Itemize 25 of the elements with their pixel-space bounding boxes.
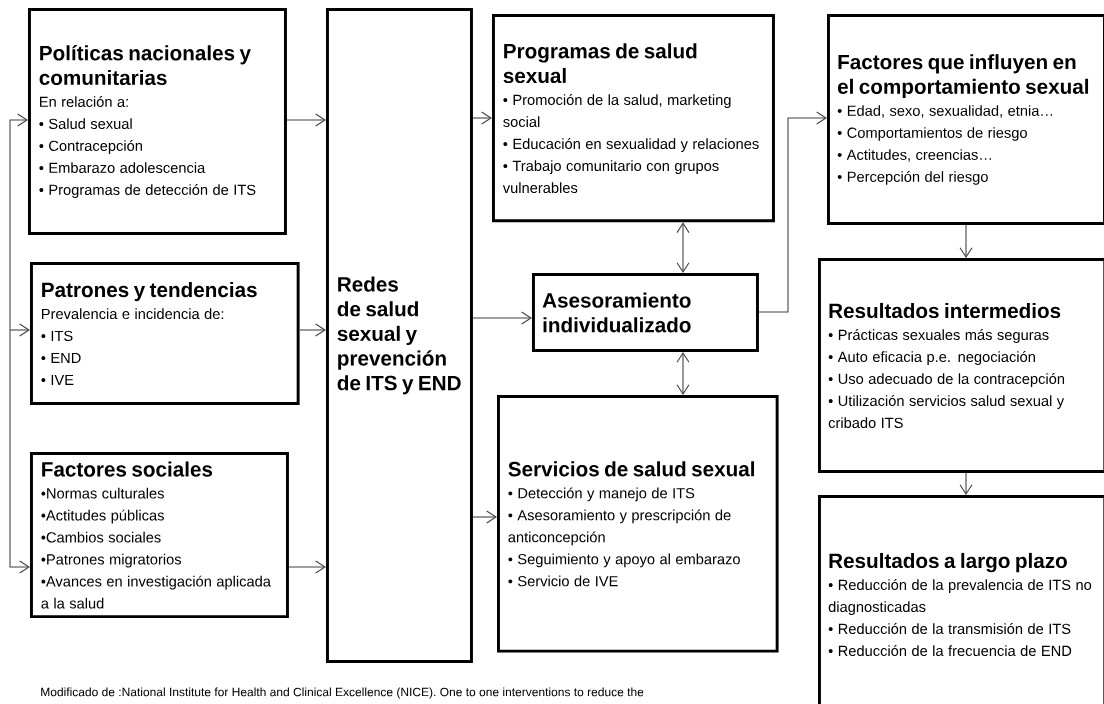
arrow	[472, 111, 492, 125]
arrow	[472, 311, 532, 325]
arrow	[676, 222, 690, 273]
text-box: Factores sociales •Normas culturales •Actitudes públicas •Cambios sociales •Patrones migratorios •Avances en investigación aplicada a la salud	[30, 452, 289, 619]
text-box: Servicios de salud sexual • Detección y manejo de ITS • Asesoramiento y prescripción de anticoncepción • Seguimiento y apoyo al embarazo • Servicio de IVE	[497, 395, 779, 653]
text-box: Políticas nacionales y comunitarias En relación a: • Salud sexual • Contracepción • Embarazo adolescencia • Programas de detección de ITS	[28, 8, 287, 235]
arrow	[286, 113, 326, 127]
text-box: Resultados intermedios • Prácticas sexuales más seguras • Auto eficacia p.e. negociación • Uso adecuado de la contracepción • Utilización servicios salud sexual y cribado ITS	[818, 258, 1104, 473]
caption-text: Modificado de :National Institute for Health and Clinical Excellence (NICE). One to one interventions to reduce the	[41, 687, 644, 699]
arrow	[9, 329, 30, 574]
arrow	[959, 224, 973, 258]
arrow	[676, 351, 690, 395]
arrow	[472, 510, 497, 524]
text-box: Redes de salud sexual y prevención de ITS y END	[326, 8, 473, 663]
text-box: Factores que influyen en el comportamiento sexual • Edad, sexo, sexualidad, etnia… • Comportamientos de riesgo • Actitudes, creencias… • Percepción del riesgo	[827, 14, 1104, 225]
arrow	[9, 323, 30, 337]
arrow	[959, 472, 973, 495]
text-box: Patrones y tendencias Prevalencia e incidencia de: • ITS • END • IVE	[30, 262, 300, 405]
arrow	[9, 113, 28, 331]
text-box: Asesoramiento individualizado	[532, 273, 759, 352]
text-box: Resultados a largo plazo • Reducción de la prevalencia de ITS no diagnosticadas • Reducción de la transmisión de ITS • Reducción de la frecuencia de END	[818, 495, 1104, 704]
arrow	[288, 560, 326, 574]
arrow	[758, 111, 827, 313]
arrow	[299, 323, 326, 337]
text-box: Programas de salud sexual • Promoción de la salud, marketing social • Educación en sexualidad y relaciones • Trabajo comunitario con grupos vulnerables	[492, 14, 775, 223]
